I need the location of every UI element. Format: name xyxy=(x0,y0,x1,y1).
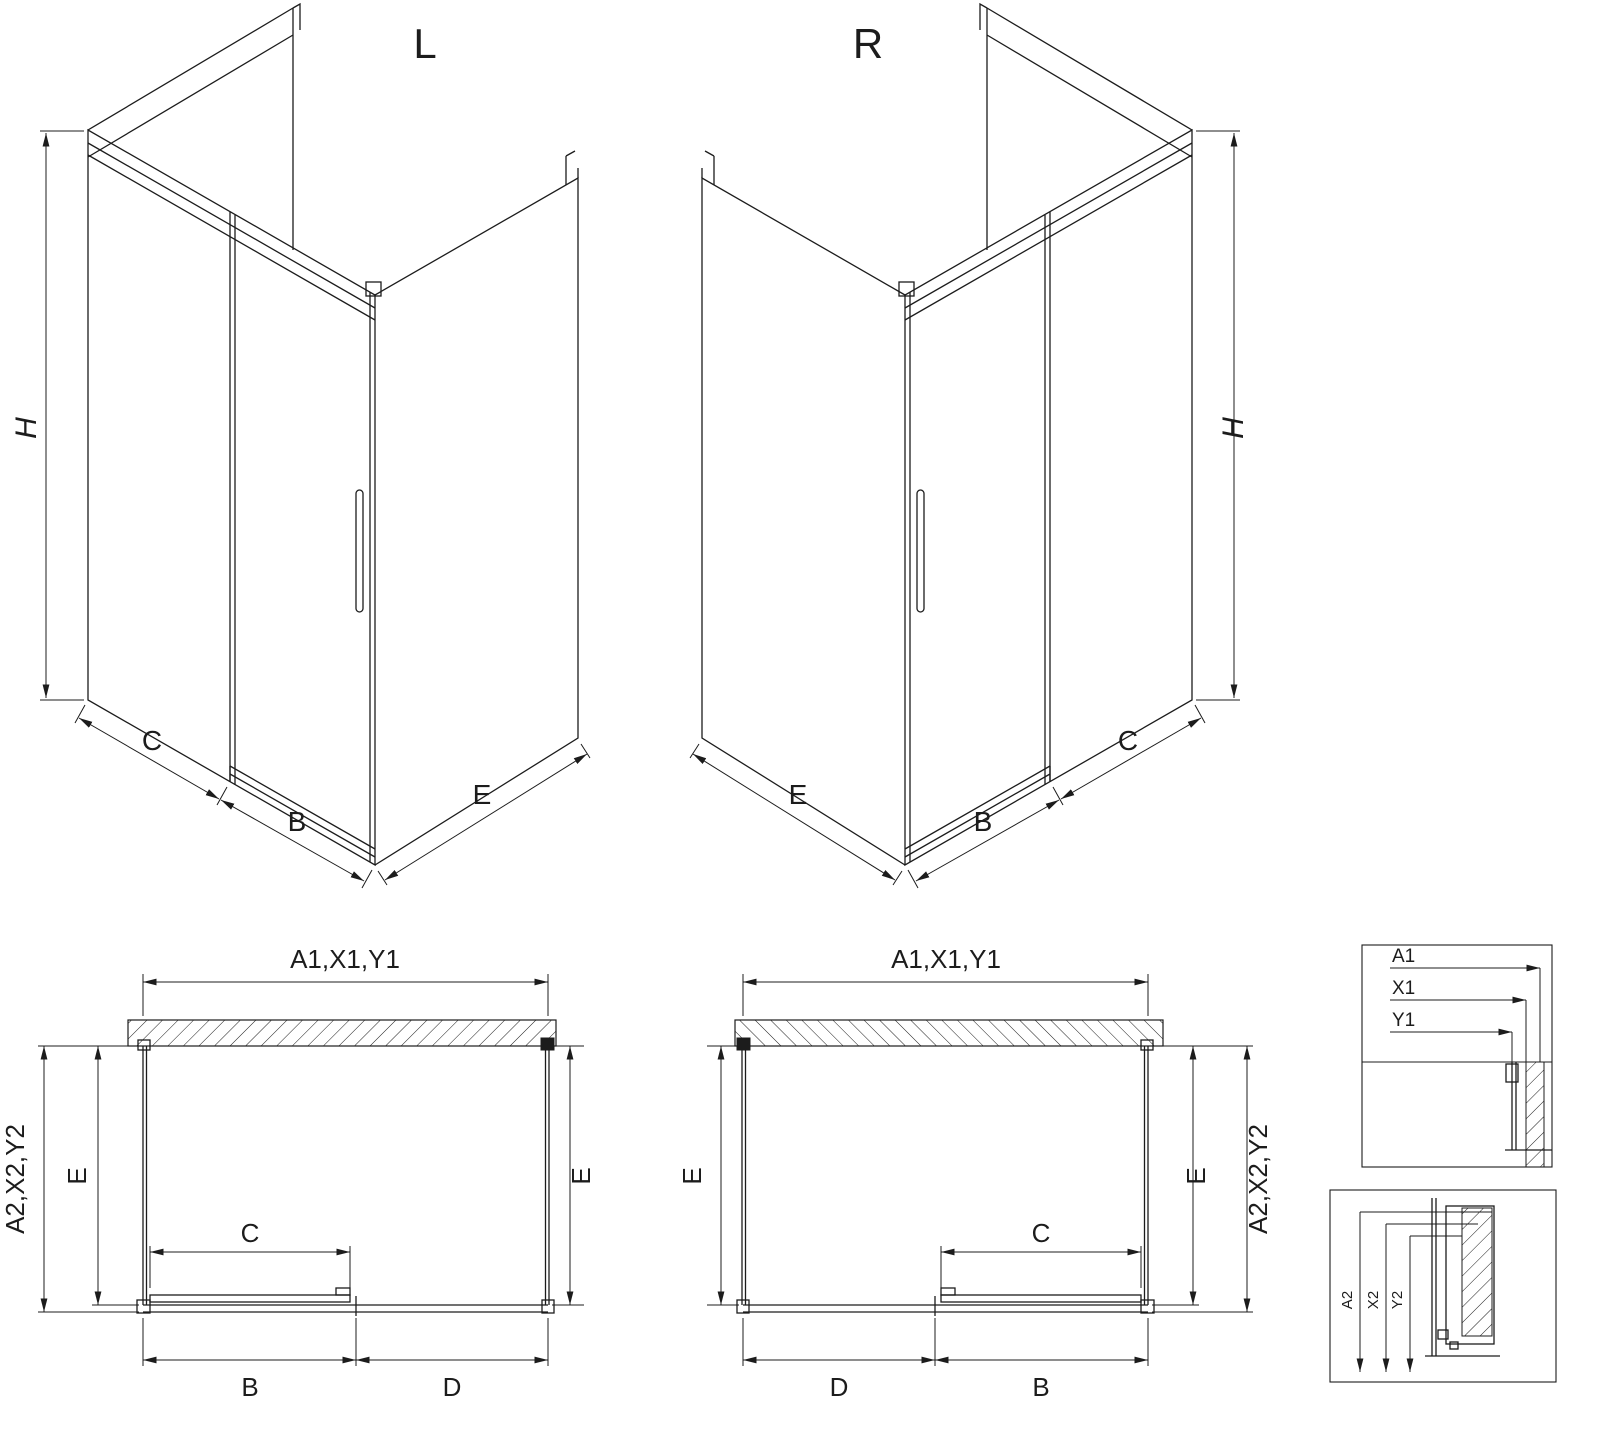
detail-x1-label: X1 xyxy=(1392,978,1415,999)
variant-label-right: R xyxy=(853,20,883,67)
e-left-dim-label: E xyxy=(62,1167,92,1184)
e-dim-label-right: E xyxy=(789,779,808,810)
e-dim-label-left: E xyxy=(473,779,492,810)
detail-view-top: A1 X1 Y1 xyxy=(1361,944,1553,1168)
detail-y2-label: Y2 xyxy=(1389,1291,1406,1309)
width-dim-label: A1,X1,Y1 xyxy=(891,944,1001,974)
d-dim-label: D xyxy=(830,1372,849,1402)
b-dim-label: B xyxy=(1032,1372,1049,1402)
detail-x2-label: X2 xyxy=(1365,1291,1382,1309)
b-dim-label: B xyxy=(241,1372,258,1402)
outer-depth-dim-label: A2,X2,Y2 xyxy=(1243,1124,1273,1234)
iso-view-left: L H C B E xyxy=(10,4,590,888)
b-dim-label-right: B xyxy=(974,806,993,837)
detail-y1-label: Y1 xyxy=(1392,1010,1415,1031)
plan-view-left: A1,X1,Y1 A2,X2,Y2 E E C B D xyxy=(0,944,596,1402)
outer-depth-dim-label: A2,X2,Y2 xyxy=(0,1124,30,1234)
c-dim-label-right: C xyxy=(1118,725,1138,756)
height-dim-label-right: H xyxy=(1217,417,1250,439)
c-dim-label-left: C xyxy=(142,725,162,756)
e-right-dim-label: E xyxy=(566,1167,596,1184)
height-dim-label-left: H xyxy=(10,417,43,439)
iso-view-right: R H C B E xyxy=(690,4,1250,888)
c-dim-label: C xyxy=(1032,1218,1051,1248)
width-dim-label: A1,X1,Y1 xyxy=(290,944,400,974)
b-dim-label-left: B xyxy=(288,806,307,837)
d-dim-label: D xyxy=(443,1372,462,1402)
detail-a1-label: A1 xyxy=(1392,946,1415,967)
e-right-dim-label: E xyxy=(1181,1167,1211,1184)
e-left-dim-label: E xyxy=(677,1167,707,1184)
plan-view-right: A1,X1,Y1 A2,X2,Y2 E E C D B xyxy=(677,944,1273,1402)
detail-view-bottom: A2 X2 Y2 xyxy=(1329,1189,1557,1383)
c-dim-label: C xyxy=(241,1218,260,1248)
detail-a2-label: A2 xyxy=(1339,1291,1356,1309)
variant-label-left: L xyxy=(413,20,436,67)
